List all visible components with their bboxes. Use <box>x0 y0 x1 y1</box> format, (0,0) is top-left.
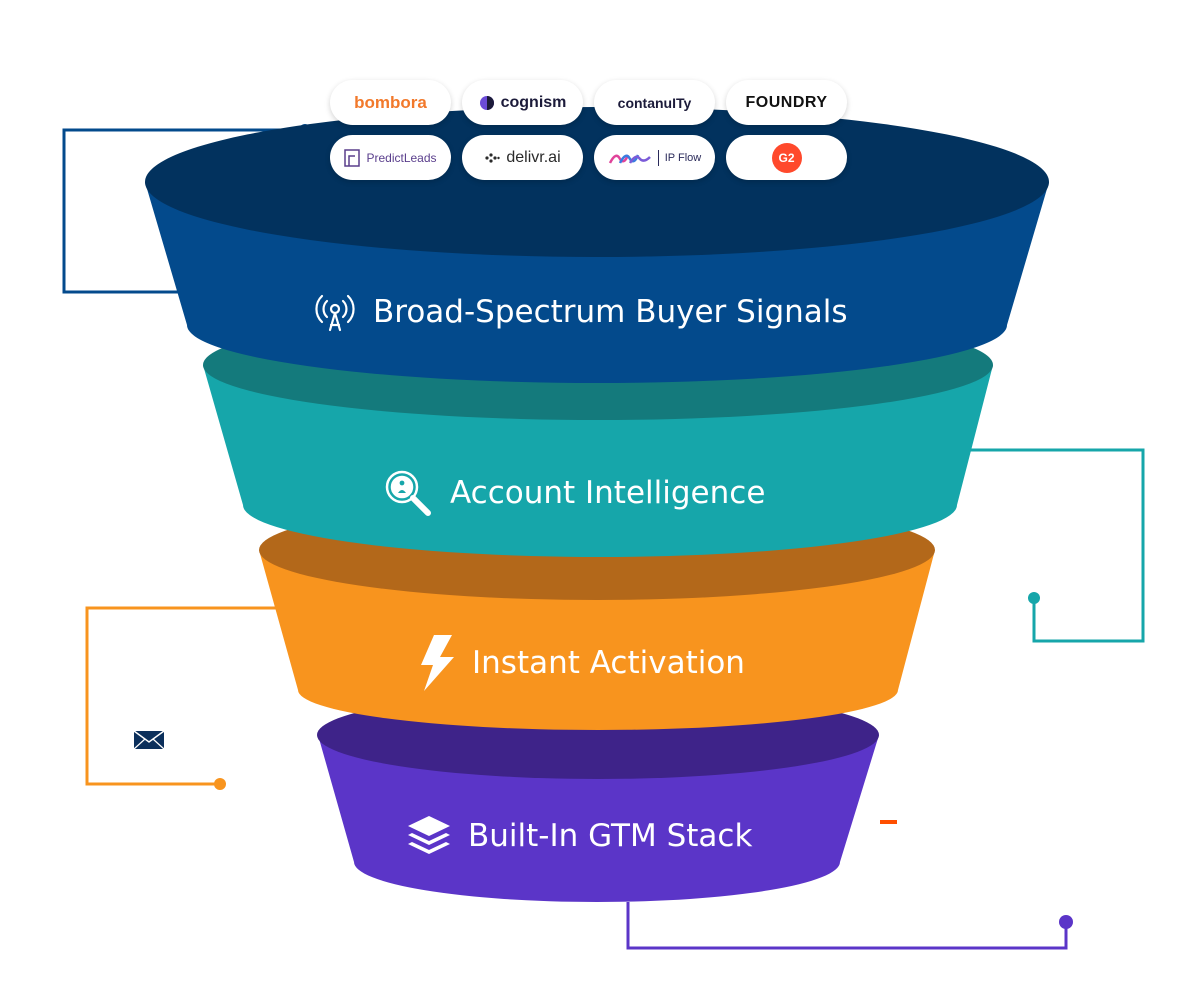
connector-teal-dot <box>1028 592 1040 604</box>
connector-teal <box>965 448 1145 643</box>
lightning-bolt-icon <box>421 635 454 691</box>
zapier-dash-mark <box>880 820 897 824</box>
ipflow-divider <box>657 149 659 166</box>
connector-purple-dot <box>1059 915 1073 929</box>
logo-predictleads: PredictLeads <box>330 135 451 180</box>
zapier-logo: zapier <box>880 806 982 838</box>
layer-2-label: Account Intelligence <box>450 475 766 511</box>
logo-delivr: delivr.ai <box>462 135 583 180</box>
cognism-mark-icon <box>479 95 494 110</box>
logo-bombora: bombora <box>330 80 451 125</box>
connector-blue <box>62 128 305 294</box>
magnifier-person-icon <box>385 470 431 516</box>
broadcast-signal-icon <box>315 294 355 332</box>
predictleads-mark-icon <box>344 148 361 167</box>
envelope-icon <box>133 730 165 750</box>
logo-g2: G2 <box>726 135 847 180</box>
layer-1-label: Broad-Spectrum Buyer Signals <box>373 294 848 330</box>
delivr-mark-icon <box>485 152 501 163</box>
layer-3-label: Instant Activation <box>472 645 745 681</box>
logo-cognism: cognism <box>462 80 583 125</box>
zapier-wordmark: zapier <box>901 806 982 837</box>
layer-4-label-group: Built-In GTM Stack <box>406 814 752 858</box>
stacked-layers-icon <box>408 816 450 854</box>
connector-orange <box>85 606 290 786</box>
ipflow-mark-icon <box>608 154 651 164</box>
layer-4-label: Built-In GTM Stack <box>468 818 753 854</box>
connector-orange-dot <box>214 778 226 790</box>
connector-purple <box>626 902 1068 950</box>
layer-1-label-group: Broad-Spectrum Buyer Signals <box>313 290 848 334</box>
logo-ipflow: IP Flow <box>594 135 715 180</box>
layer-2-label-group: Account Intelligence <box>382 467 765 519</box>
logo-contanuity: contanuITy <box>594 80 715 125</box>
logo-foundry: FOUNDRY <box>726 80 847 125</box>
g2-badge: G2 <box>771 142 802 173</box>
layer-3-label-group: Instant Activation <box>418 633 745 693</box>
